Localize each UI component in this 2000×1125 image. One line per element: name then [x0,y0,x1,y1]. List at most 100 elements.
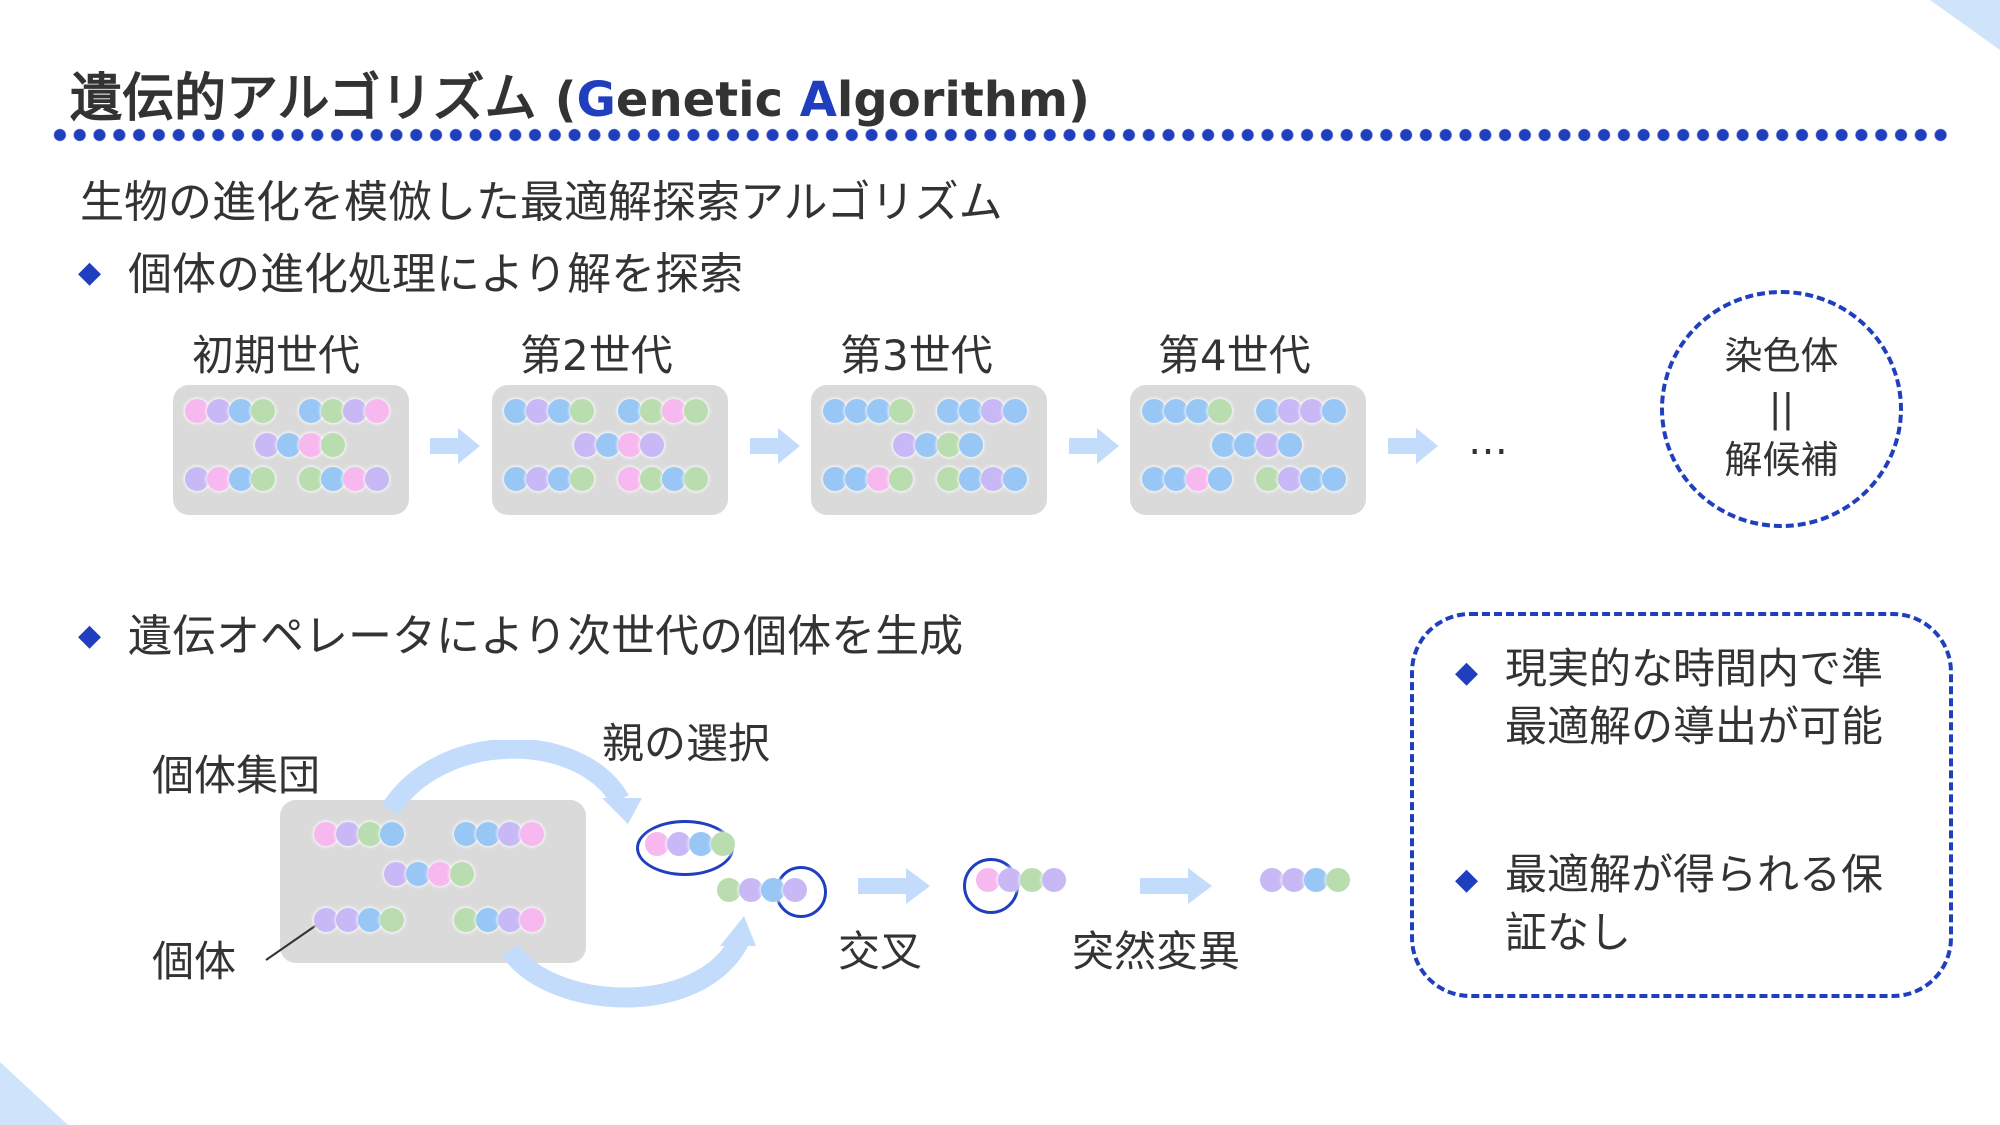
title-divider [50,128,1950,142]
gene-bead [321,433,345,457]
gene-bead [1234,433,1258,457]
gene-bead [343,399,367,423]
gene-bead [1212,433,1236,457]
chromosome [454,822,544,846]
gene-bead [1256,399,1280,423]
gene-bead [229,399,253,423]
gene-bead [1256,433,1280,457]
right-arrow-icon [1388,428,1438,464]
gene-bead [526,399,550,423]
gene-bead [1282,868,1306,892]
gene-bead [185,467,209,491]
gene-bead [358,822,382,846]
gene-bead [548,399,572,423]
individual-label: 個体 [152,937,237,986]
gene-bead [596,433,620,457]
chromosome [618,467,708,491]
gene-bead [867,467,891,491]
gene-bead [207,467,231,491]
gene-bead [937,467,961,491]
gene-bead [476,822,500,846]
gene-bead [570,399,594,423]
gene-bead [255,433,279,457]
gene-bead [336,908,360,932]
gene-bead [1300,467,1324,491]
gene-bead [845,399,869,423]
gene-bead [915,433,939,457]
generation-label-4: 第4世代 [1158,331,1311,380]
right-arrow-icon [1140,868,1212,904]
chromosome [314,908,404,932]
gene-bead [321,467,345,491]
gene-bead [1186,467,1210,491]
chromosome [299,467,389,491]
gene-bead [1003,399,1027,423]
chromosome [937,467,1027,491]
gene-bead [889,467,913,491]
section1-bullet-text: 個体の進化処理により解を探索 [128,249,744,300]
chromosome [504,467,594,491]
gene-bead [384,862,408,886]
gene-bead [1208,467,1232,491]
chromosome [618,399,708,423]
gene-bead [823,467,847,491]
gene-bead [454,908,478,932]
chromosome [823,399,913,423]
gene-bead [662,399,686,423]
chromosome [185,399,275,423]
gene-bead [959,467,983,491]
gene-bead [1278,433,1302,457]
gene-bead [1164,467,1188,491]
chromosome [384,862,474,886]
corner-decoration-top-right [1930,0,2000,50]
gene-bead [321,399,345,423]
chromosome-note-circle [1660,290,1903,528]
gene-bead [823,399,847,423]
gene-bead [498,908,522,932]
right-arrow-icon [430,428,480,464]
gene-bead [667,832,691,856]
gene-bead [504,467,528,491]
gene-bead [845,467,869,491]
right-arrow-icon [858,868,930,904]
gene-bead [1300,399,1324,423]
gene-bead [229,467,253,491]
summary-note-1: 現実的な時間内で準最適解の導出が可能 [1505,644,1884,751]
gene-bead [739,878,763,902]
gene-bead [1142,399,1166,423]
mutated-child-chromosome [1260,868,1350,892]
summary-box [1410,612,1953,998]
chromosome [1142,399,1232,423]
gene-bead [618,433,642,457]
gene-bead [365,467,389,491]
chromosome-note-text: 染色体 || 解候補 [1724,334,1839,482]
population-label: 個体集団 [152,751,321,800]
gene-bead [1304,868,1328,892]
gene-bead [981,399,1005,423]
gene-bead [717,878,741,902]
gene-bead [937,399,961,423]
gene-bead [1326,868,1350,892]
gene-bead [689,832,713,856]
chromosome [1212,433,1302,457]
subtitle: 生物の進化を模倣した最適解探索アルゴリズム [80,177,1003,228]
bullet-icon: ◆ [78,255,102,290]
gene-bead [548,467,572,491]
gene-bead [1208,399,1232,423]
generation-label-2: 第2世代 [520,331,673,380]
gene-bead [1020,868,1044,892]
gene-bead [976,868,1000,892]
parent-chromosome [645,832,735,856]
right-arrow-icon [1069,428,1119,464]
gene-bead [1260,868,1284,892]
gene-bead [1164,399,1188,423]
gene-bead [1003,467,1027,491]
gene-bead [1278,399,1302,423]
chromosome [299,399,389,423]
gene-bead [618,399,642,423]
parent-chromosome [717,878,807,902]
gene-bead [365,399,389,423]
gene-bead [684,467,708,491]
parent-selection-label: 親の選択 [602,719,771,768]
